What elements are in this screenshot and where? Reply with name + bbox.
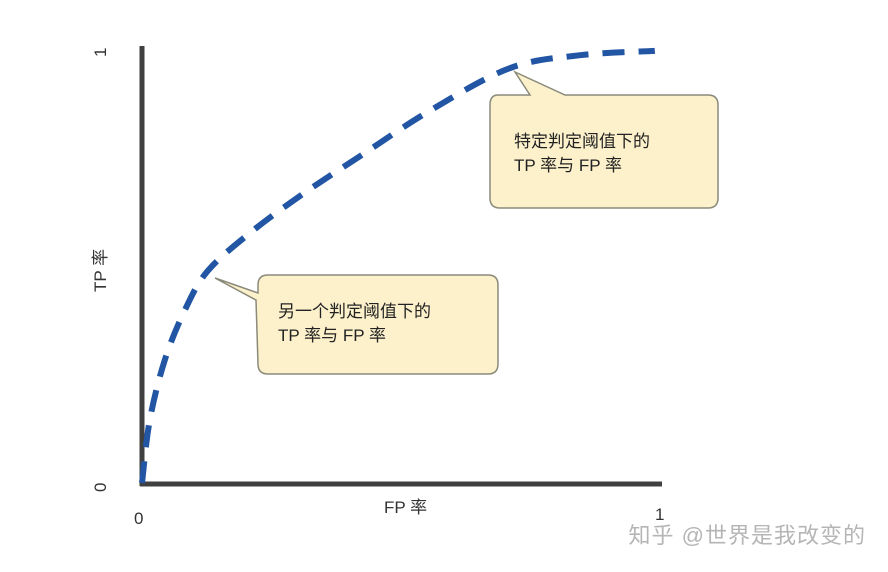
callout-1-text: 特定判定阈值下的 TP 率与 FP 率	[514, 130, 650, 178]
roc-curve-line	[139, 47, 655, 484]
callout-2-line2: TP 率与 FP 率	[278, 326, 387, 345]
callout-1-line1: 特定判定阈值下的	[514, 132, 650, 151]
callout-2-text: 另一个判定阈值下的 TP 率与 FP 率	[278, 300, 431, 348]
callout-2	[214, 274, 499, 375]
x-axis-label: FP 率	[384, 498, 427, 517]
callout-1	[489, 70, 719, 209]
callout-1-line2: TP 率与 FP 率	[514, 156, 623, 175]
y-axis-label: TP 率	[91, 249, 110, 292]
x-tick-1: 1	[655, 505, 664, 524]
x-tick-0: 0	[134, 509, 143, 528]
watermark: 知乎 @世界是我改变的	[628, 523, 866, 548]
y-tick-0: 0	[91, 483, 110, 492]
y-tick-1: 1	[91, 48, 110, 57]
callout-2-line1: 另一个判定阈值下的	[278, 302, 431, 321]
